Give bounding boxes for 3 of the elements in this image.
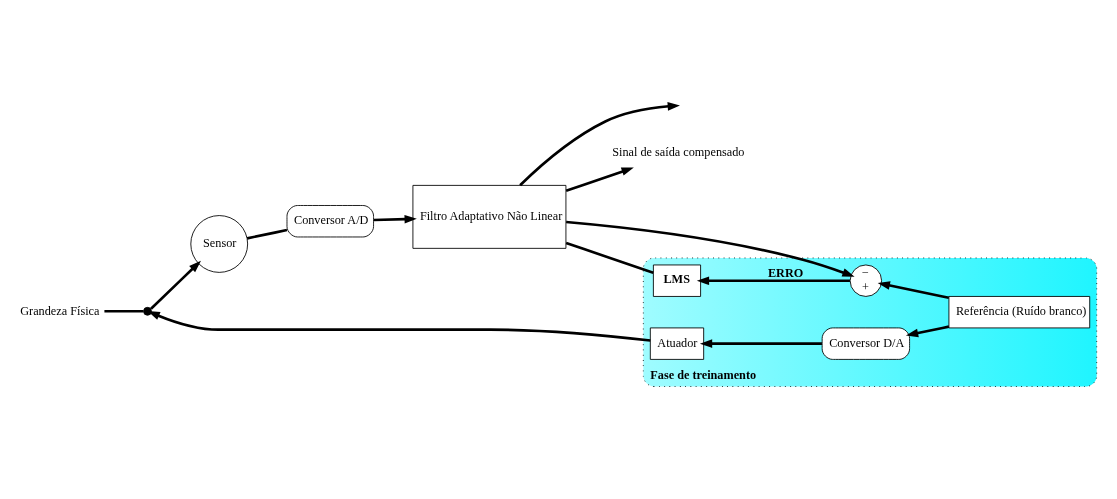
node-text: Sinal de saída compensado (612, 145, 745, 160)
edge-label: ERRO (767, 265, 804, 280)
node-text: Grandeza Física (20, 303, 100, 318)
